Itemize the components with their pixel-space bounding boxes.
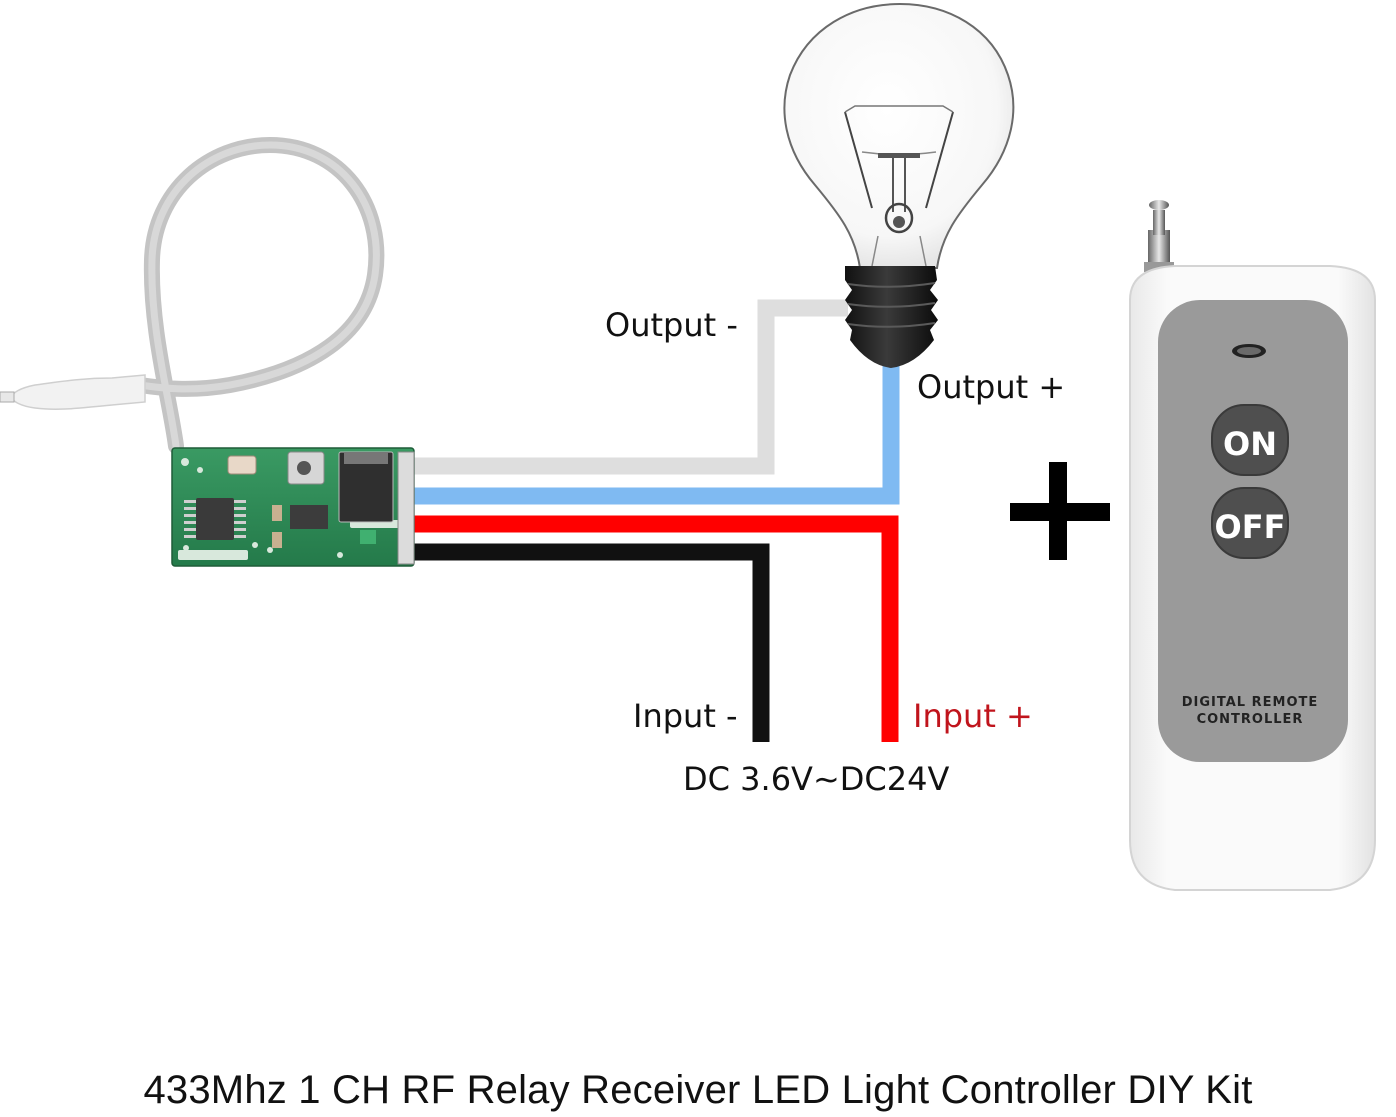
input-minus-label: Input - (633, 697, 738, 735)
remote-brand-line1: DIGITAL REMOTE (1182, 695, 1319, 710)
light-bulb-icon (783, 2, 1015, 368)
plus-sign-icon (1010, 462, 1110, 560)
relay-receiver-module (171, 447, 415, 567)
antenna-cable (0, 136, 385, 454)
remote-brand-line2: CONTROLLER (1197, 712, 1304, 727)
page-title: 433Mhz 1 CH RF Relay Receiver LED Light … (143, 1068, 1253, 1112)
voltage-range-label: DC 3.6V~DC24V (683, 760, 950, 798)
remote-off-button[interactable]: OFF (1211, 487, 1289, 559)
output-minus-label: Output - (605, 306, 738, 344)
wire-input-plus (412, 515, 899, 742)
remote-antenna-icon (1144, 200, 1174, 275)
input-plus-label: Input + (913, 697, 1033, 735)
output-plus-label: Output + (917, 368, 1066, 406)
wire-output-minus (412, 299, 848, 475)
on-button-label: ON (1223, 425, 1277, 463)
remote-on-button[interactable]: ON (1211, 404, 1289, 476)
off-button-label: OFF (1215, 508, 1286, 546)
wire-output-plus (412, 365, 900, 505)
wire-input-minus (412, 543, 770, 742)
